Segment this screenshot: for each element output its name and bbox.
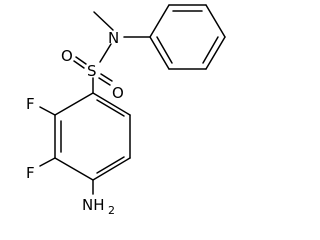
phenyl-bond-3 — [205, 4, 226, 38]
nitrogen-atom-label: N — [108, 29, 119, 47]
bond-c6-c1 — [92, 92, 131, 116]
molecule-diagram: S N O O F F NH 2 — [26, 4, 226, 217]
phenyl-double-2 — [202, 36, 219, 64]
amine-subscript: 2 — [108, 204, 115, 217]
sulfur-atom-label: S — [87, 62, 97, 80]
phenyl-bond-6 — [149, 36, 170, 70]
fluorine-lower-label: F — [26, 164, 35, 182]
amine-label: NH — [82, 196, 105, 214]
bond-s-n — [99, 43, 112, 63]
bond-c4-c5 — [92, 157, 131, 181]
structure-canvas: S N O O F F NH 2 — [26, 4, 226, 217]
bond-s-o-top-a — [75, 56, 87, 65]
oxygen-top-label: O — [61, 47, 73, 65]
bond-s-o-top-b — [73, 60, 85, 69]
bond-c3-c4 — [54, 157, 94, 181]
bond-c2-f — [39, 106, 56, 116]
double-bond-inner-3 — [96, 99, 125, 117]
bond-c3-f — [39, 157, 56, 167]
fluorine-upper-label: F — [26, 95, 35, 113]
phenyl-bond-4 — [205, 36, 226, 70]
phenyl-double-3 — [156, 36, 173, 64]
double-bond-inner-2 — [96, 156, 125, 174]
phenyl-bond-1 — [149, 4, 170, 38]
bond-s-o-bottom-b — [98, 77, 111, 86]
oxygen-bottom-label: O — [112, 84, 124, 102]
bond-c1-c2 — [54, 92, 94, 116]
bond-n-methyl — [93, 11, 114, 31]
bond-s-o-bottom-a — [100, 73, 113, 82]
